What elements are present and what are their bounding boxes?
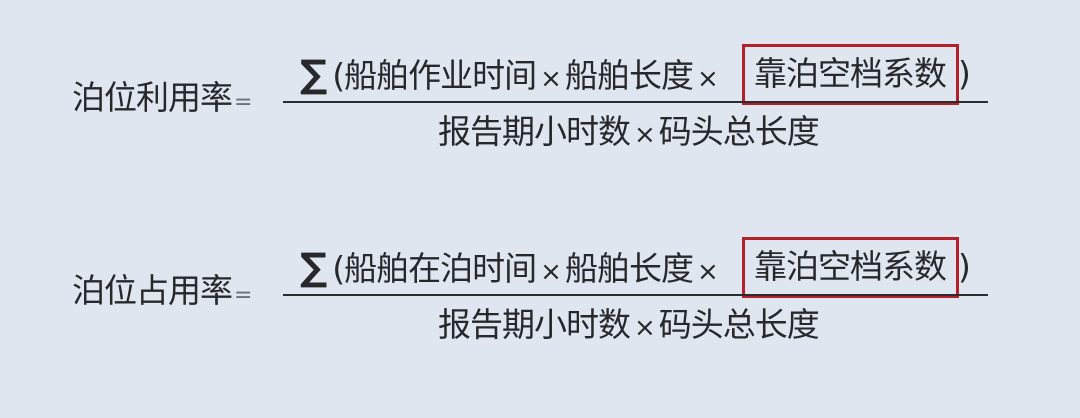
numerator-term2: 船舶长度 — [564, 56, 694, 95]
denominator: 报告期小时数×码头总长度 — [438, 110, 820, 157]
numerator: ∑(船舶在泊时间×船舶长度× — [300, 245, 722, 294]
formula-berth-utilization-rate: 泊位利用率= ∑(船舶作业时间×船舶长度× 靠泊空档系数 ) 报告期小时数×码头… — [0, 0, 1080, 160]
open-paren: ( — [332, 56, 345, 95]
denominator: 报告期小时数×码头总长度 — [438, 303, 820, 350]
highlighted-term: 靠泊空档系数 — [754, 54, 947, 93]
formula-label: 泊位占用率= — [72, 271, 252, 316]
label-text: 泊位占用率 — [72, 271, 233, 310]
times-sign: × — [634, 313, 656, 343]
open-paren: ( — [332, 249, 345, 288]
denominator-term2: 码头总长度 — [658, 112, 820, 151]
numerator-term1: 船舶作业时间 — [344, 56, 537, 95]
numerator-term1: 船舶在泊时间 — [344, 249, 537, 288]
numerator: ∑(船舶作业时间×船舶长度× — [300, 52, 722, 101]
formula-label: 泊位利用率= — [72, 78, 252, 123]
highlight-box — [742, 44, 959, 105]
highlight-box — [742, 237, 959, 298]
times-sign: × — [540, 257, 562, 287]
denominator-term1: 报告期小时数 — [438, 112, 631, 151]
times-sign: × — [540, 64, 562, 94]
denominator-term2: 码头总长度 — [658, 305, 820, 344]
times-sign: × — [634, 120, 656, 150]
times-sign: × — [696, 257, 719, 287]
close-paren: ) — [958, 54, 971, 93]
fraction-bar — [283, 101, 988, 103]
formula-berth-occupancy-rate: 泊位占用率= ∑(船舶在泊时间×船舶长度× 靠泊空档系数 ) 报告期小时数×码头… — [0, 193, 1080, 353]
label-text: 泊位利用率 — [72, 78, 233, 117]
denominator-term1: 报告期小时数 — [438, 305, 631, 344]
highlighted-term: 靠泊空档系数 — [754, 247, 947, 286]
close-paren: ) — [958, 247, 971, 286]
times-sign: × — [696, 64, 719, 94]
sigma-icon: ∑ — [300, 245, 327, 289]
fraction-bar — [283, 294, 988, 296]
sigma-icon: ∑ — [300, 52, 327, 96]
equals-sign: = — [234, 90, 252, 115]
numerator-term2: 船舶长度 — [564, 249, 694, 288]
equals-sign: = — [234, 283, 252, 308]
